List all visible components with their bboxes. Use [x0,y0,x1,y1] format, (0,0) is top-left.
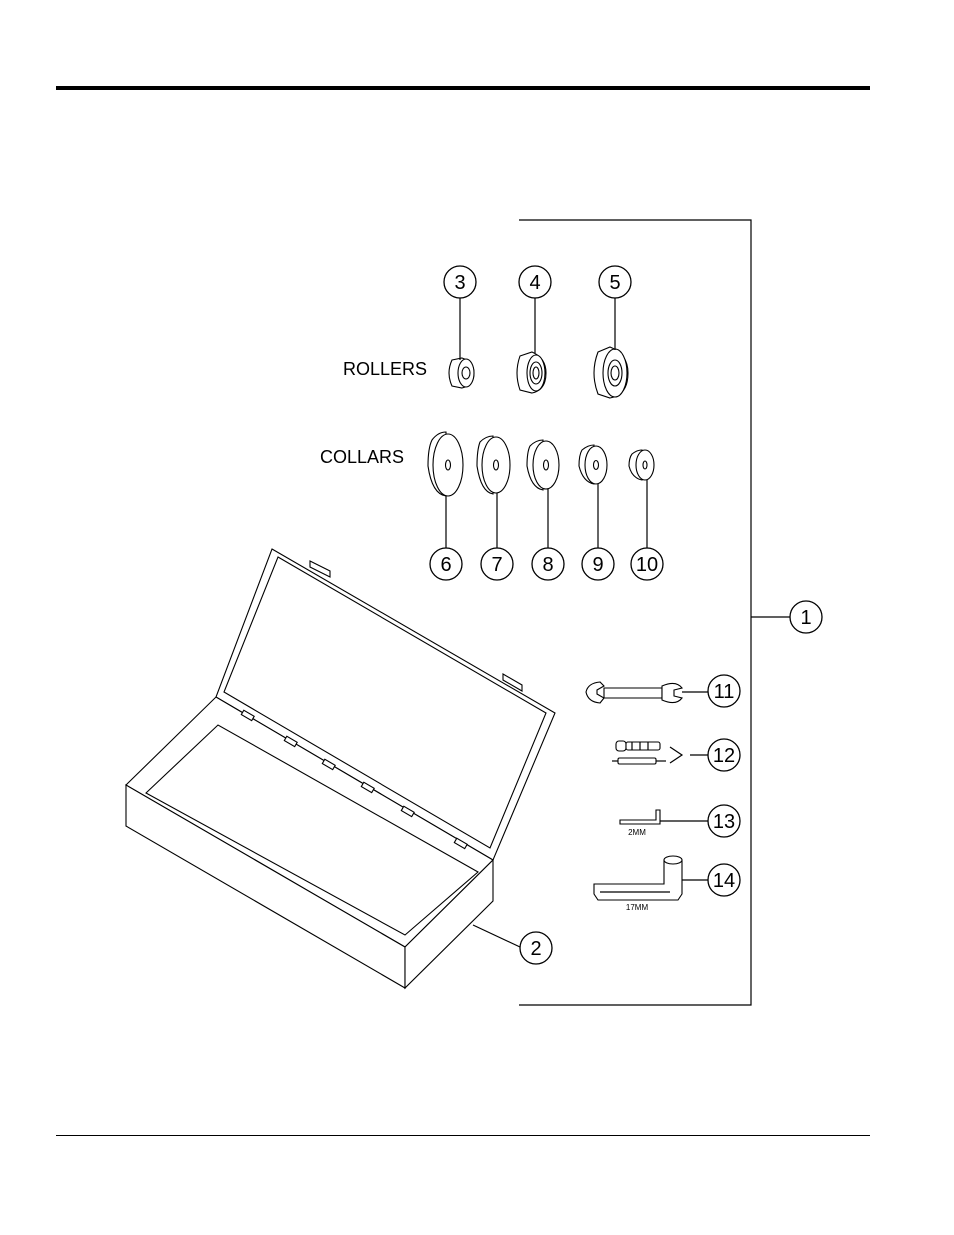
callout-2: 2 [520,932,552,964]
hex-key-large: 17MM [594,856,708,912]
roller-small [449,296,474,388]
callout-7: 7 [481,548,513,580]
hex-key-small-size: 2MM [628,828,646,837]
svg-text:10: 10 [636,554,658,576]
svg-text:3: 3 [454,272,465,294]
svg-text:14: 14 [713,870,735,892]
svg-text:2: 2 [530,938,541,960]
toolbox [126,549,555,988]
callout-8: 8 [532,548,564,580]
collar-10 [629,450,654,550]
svg-text:12: 12 [713,745,735,767]
callout-4: 4 [519,266,551,298]
wrench-tool [586,682,708,703]
collar-9 [579,445,607,550]
collar-6 [428,432,463,550]
svg-text:1: 1 [800,607,811,629]
collars-label: COLLARS [320,447,404,467]
callout-12: 12 [708,739,740,771]
callout-11: 11 [708,675,740,707]
callout-6: 6 [430,548,462,580]
svg-text:8: 8 [542,554,553,576]
svg-text:4: 4 [529,272,540,294]
callout-1: 1 [790,601,822,633]
hex-key-small: 2MM [620,810,708,837]
svg-text:5: 5 [609,272,620,294]
screwdriver-set [612,741,708,764]
svg-text:7: 7 [491,554,502,576]
callout-3: 3 [444,266,476,298]
roller-medium [517,296,546,393]
svg-text:9: 9 [592,554,603,576]
hex-key-large-size: 17MM [626,903,649,912]
svg-text:11: 11 [714,681,735,703]
rollers-label: ROLLERS [343,359,427,379]
callout-5: 5 [599,266,631,298]
svg-text:6: 6 [440,554,451,576]
collar-7 [477,436,510,550]
callout-9: 9 [582,548,614,580]
roller-large [594,296,628,398]
callout-14: 14 [708,864,740,896]
svg-text:13: 13 [713,811,735,833]
collar-8 [527,440,559,550]
callout-13: 13 [708,805,740,837]
callout-10: 10 [631,548,663,580]
